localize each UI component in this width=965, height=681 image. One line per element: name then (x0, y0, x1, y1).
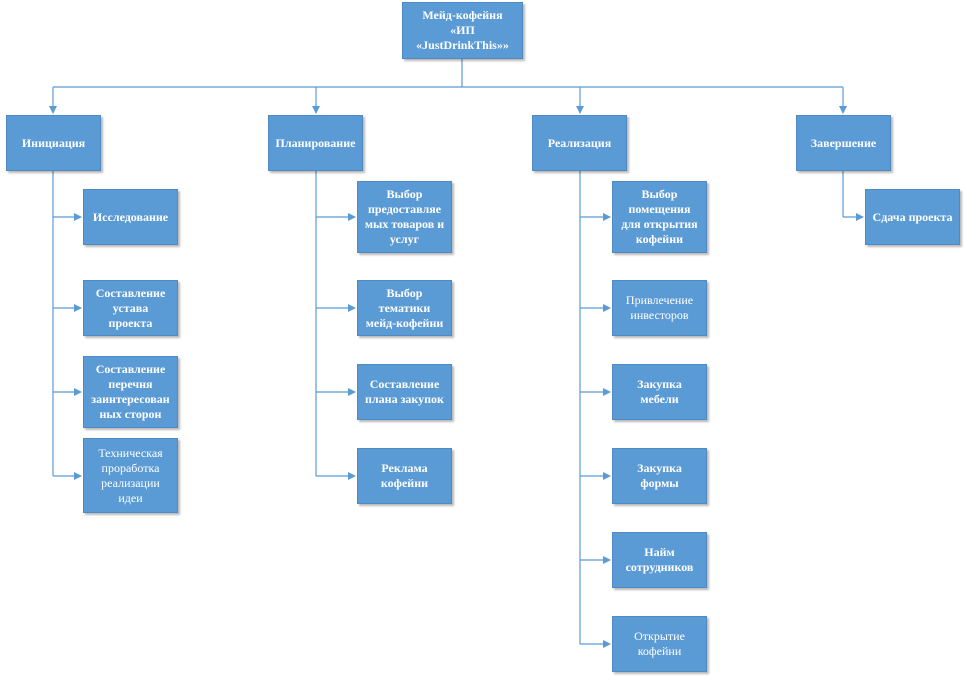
task-node: Выбор помещения для открытия кофейни (612, 181, 707, 253)
task-node: Исследование (83, 189, 178, 245)
task-node: Реклама кофейни (357, 448, 452, 504)
root-node: Мейд-кофейня «ИП «JustDrinkThis»» (402, 2, 523, 59)
task-node: Привлечение инвесторов (612, 280, 707, 336)
task-node: Выбор тематики мейд-кофейни (357, 280, 452, 336)
phase-initiation: Инициация (6, 115, 101, 171)
task-node: Закупка мебели (612, 364, 707, 420)
task-node: Составление плана закупок (357, 364, 452, 420)
task-node: Составление перечня заинтересован ных ст… (83, 356, 178, 428)
phase-planning: Планирование (268, 115, 363, 171)
task-node: Закупка формы (612, 448, 707, 504)
task-node: Выбор предоставляе мых товаров и услуг (357, 181, 452, 253)
task-node: Техническая проработка реализации идеи (83, 438, 178, 513)
task-node: Сдача проекта (865, 189, 960, 245)
phase-implementation: Реализация (532, 115, 627, 171)
task-node: Найм сотрудников (612, 532, 707, 588)
task-node: Открытие кофейни (612, 616, 707, 672)
phase-completion: Завершение (796, 115, 891, 171)
task-node: Составление устава проекта (83, 280, 178, 336)
